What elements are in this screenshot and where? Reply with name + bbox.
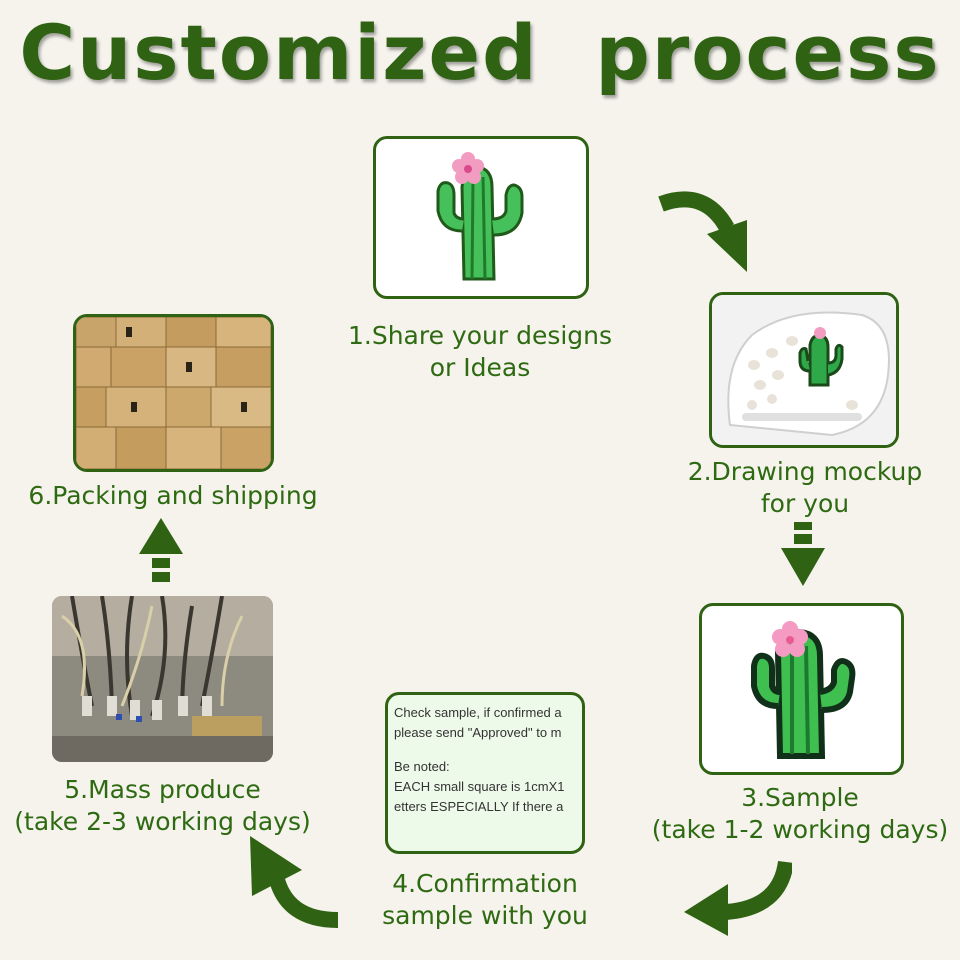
note-line: EACH small square is 1cmX1 [394,779,565,794]
confirmation-note-icon: Check sample, if confirmed a please send… [385,692,585,854]
step4-label: 4.Confirmation sample with you [382,869,588,930]
curved-arrow-left-up-icon [250,836,339,928]
clog-mockup-icon [712,295,896,445]
step6-image [73,314,274,472]
page-title: Customized process [19,8,941,97]
cactus-sample-icon [751,621,856,759]
note-line: Be noted: [394,759,450,774]
boxes-icon [76,317,271,469]
arrow-up-icon [139,518,183,582]
step1-label: 1.Share your designs or Ideas [347,321,613,382]
curved-arrow-down-left-icon [684,860,792,936]
note-line: please send "Approved" to m [394,725,562,740]
step5-label: 5.Mass produce (take 2-3 working days) [14,775,311,836]
step2-label: 2.Drawing mockup for you [687,457,923,518]
step3-image [699,603,904,775]
cactus-design-icon [436,152,524,281]
note-line: etters ESPECIALLY If there a [394,799,564,814]
curved-arrow-right-down-icon [658,191,747,272]
step2-image [709,292,899,448]
machine-icon [52,596,273,762]
step3-label: 3.Sample (take 1-2 working days) [651,783,949,844]
step6-label: 6.Packing and shipping [28,481,318,510]
arrow-down-icon [781,522,825,586]
note-line: Check sample, if confirmed a [394,705,562,720]
step1-image [373,136,589,299]
step5-image [52,596,273,762]
